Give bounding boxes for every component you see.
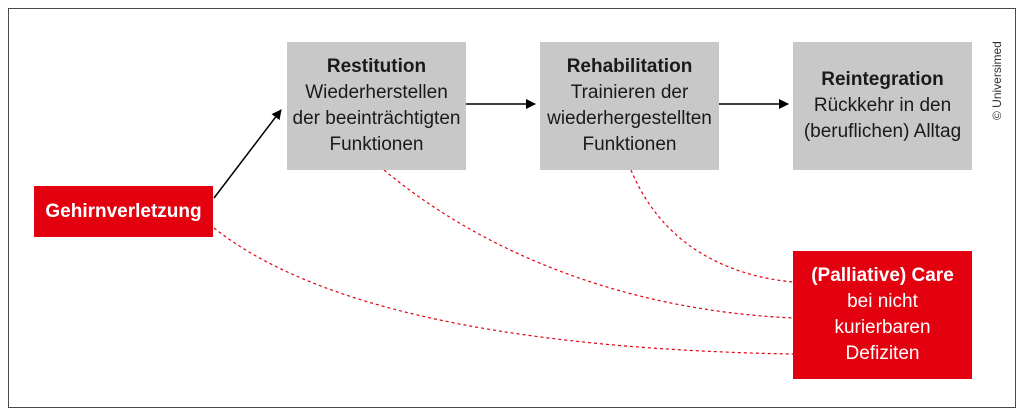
node-care: (Palliative) Care bei nicht kurierbaren … bbox=[793, 251, 972, 379]
node-restitution-title: Restitution bbox=[326, 56, 427, 77]
node-rehabilitation-title: Rehabilitation bbox=[566, 56, 693, 77]
dashed-link-rehabilitation-to-care bbox=[630, 169, 794, 283]
dashed-link-gehirnverletzung-to-care bbox=[213, 227, 794, 355]
node-gehirnverletzung-title: Gehirnverletzung bbox=[45, 200, 202, 222]
arrow-gehirnverletzung-to-restitution bbox=[213, 109, 282, 199]
node-reintegration: Reintegration Rückkehr in den (beruflich… bbox=[793, 42, 972, 170]
node-restitution: Restitution Wiederherstellen der beeintr… bbox=[287, 42, 466, 170]
copyright-notice: © Universimed bbox=[990, 41, 1010, 120]
node-care-text: bei nicht kurierbaren Defiziten bbox=[834, 291, 931, 364]
node-rehabilitation-text: Trainieren der wiederhergestellten Funkt… bbox=[547, 82, 712, 155]
node-reintegration-title: Reintegration bbox=[821, 69, 944, 90]
node-care-title: (Palliative) Care bbox=[811, 265, 954, 286]
node-restitution-text: Wiederherstellen der beeinträchtigten Fu… bbox=[292, 82, 461, 155]
node-reintegration-text: Rückkehr in den (beruflichen) Alltag bbox=[803, 95, 962, 142]
node-gehirnverletzung: Gehirnverletzung bbox=[34, 186, 213, 237]
node-rehabilitation: Rehabilitation Trainieren der wiederherg… bbox=[540, 42, 719, 170]
dashed-link-restitution-to-care bbox=[383, 169, 794, 319]
